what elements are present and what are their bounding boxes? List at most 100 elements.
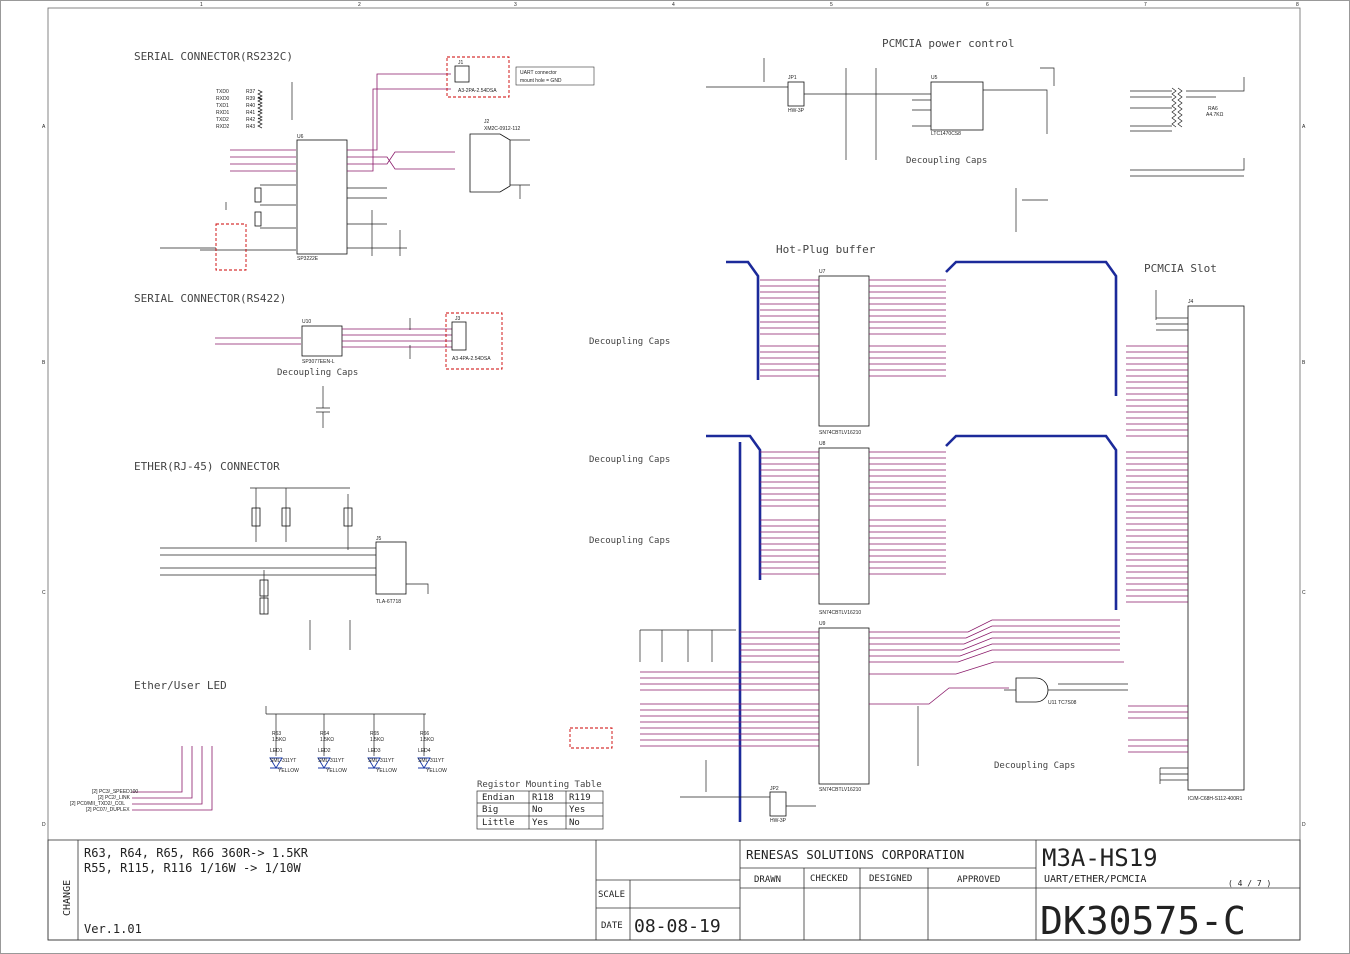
border-row-label: D	[42, 822, 46, 828]
bus-a	[706, 434, 762, 580]
section-title-rs422: SERIAL CONNECTOR(RS422)	[134, 292, 286, 305]
page-indicator: ( 4 / 7 )	[1228, 879, 1271, 888]
checked-label: CHECKED	[810, 874, 848, 884]
section-title-led: Ether/User LED	[134, 679, 227, 692]
decap-label: Decoupling Caps	[994, 761, 1075, 771]
chip-part: SN74CBTLV16210	[819, 430, 861, 436]
date-value: 08-08-19	[634, 916, 721, 937]
j3-header	[451, 321, 467, 351]
border-row-labels: A B C D A B C D	[42, 124, 1306, 828]
led-section: R63 1.5KΩ LED1 SML-311YT YELLOW R64 1.5K…	[70, 706, 447, 813]
connector-ref: J3	[455, 316, 461, 322]
table-cell: Yes	[569, 805, 585, 815]
table-cell: No	[532, 805, 543, 815]
table-header: R118	[532, 793, 554, 803]
led-ref: LED2	[318, 748, 331, 754]
uart-note-text: mount hole = GND	[520, 78, 562, 84]
border-col-label: 6	[986, 2, 989, 8]
led-4: R66 1.5KΩ LED4 SML-311YT YELLOW	[417, 731, 447, 774]
border-col-label: 8	[1296, 2, 1299, 8]
resistor-ref: RA6	[1208, 106, 1218, 112]
chip-ref: U6	[297, 134, 304, 140]
net-label: [2] PC2/_LINK	[98, 795, 131, 801]
led-ref: LED4	[418, 748, 431, 754]
connector-part: IC/M-C68H-S112-400R1	[1188, 796, 1243, 802]
section-title-ether: ETHER(RJ-45) CONNECTOR	[134, 460, 280, 473]
led-res-ref: R66	[420, 731, 429, 737]
connector-part: A3-2PA-2.54DSA	[458, 88, 497, 94]
border-row-label: D	[1302, 822, 1306, 828]
decap-label: Decoupling Caps	[277, 368, 358, 378]
bus-dd	[726, 260, 760, 380]
net-label: RXD2	[216, 124, 230, 130]
board-name: M3A-HS19	[1042, 844, 1158, 872]
led-color: YELLOW	[278, 768, 299, 774]
net-label: TXD1	[216, 103, 229, 109]
pcmcia-slot-section: J4 IC/M-C68H-S112-400R1 RA6 A4.7KΩ	[1126, 77, 1245, 802]
u7-chip	[818, 275, 870, 427]
border-row-label: A	[1302, 124, 1306, 130]
date-label: DATE	[601, 921, 623, 931]
jumper-ref: JP1	[788, 75, 797, 81]
u9-chip	[818, 627, 870, 785]
change-note: R55, R115, R116 1/16W -> 1/10W	[84, 861, 302, 875]
pcmcia-power-section: U5 LTC1470CS8 JP1 HW-3P	[706, 58, 1055, 232]
net-label: [2] PC0/MII_TXD2/_COL	[70, 801, 125, 807]
chip-ref: U5	[931, 75, 938, 81]
decap-label: Decoupling Caps	[589, 337, 670, 347]
led-ref: LED3	[368, 748, 381, 754]
border-row-label: C	[1302, 590, 1306, 596]
chip-ref: U9	[819, 621, 826, 627]
chip-part: SP3222E	[297, 256, 319, 262]
connector-ref: J1	[458, 60, 464, 66]
jumper-part: HW-3P	[770, 818, 787, 824]
led-color: YELLOW	[376, 768, 397, 774]
r123-dashed	[215, 223, 247, 271]
u6-chip	[296, 139, 348, 255]
connector-part: A3-4PA-2.54DSA	[452, 356, 491, 362]
uart-note-text: UART connector	[520, 70, 557, 76]
capacitor-c1	[254, 187, 262, 203]
drawn-label: DRAWN	[754, 875, 781, 885]
led-2: R64 1.5KΩ LED2 SML-311YT YELLOW	[317, 731, 347, 774]
chip-part: SN74CBTLV16210	[819, 787, 861, 793]
resistor-ref: R41	[246, 110, 255, 116]
change-label: CHANGE	[62, 880, 73, 916]
chip-ref: U7	[819, 269, 826, 275]
designed-label: DESIGNED	[869, 874, 912, 884]
uart-note-box	[515, 66, 595, 86]
led-1: R63 1.5KΩ LED1 SML-311YT YELLOW	[269, 731, 299, 774]
resistor-r56	[259, 579, 269, 597]
resistor-ref: R37	[246, 89, 255, 95]
capacitor-c4	[254, 211, 262, 227]
resistor-ref: R43	[246, 124, 255, 130]
border-col-label: 1	[200, 2, 203, 8]
j1-dashed-outline	[446, 56, 510, 98]
border-column-labels: 1 2 3 4 5 6 7 8	[200, 2, 1299, 8]
connector-ref: J2	[484, 119, 490, 125]
resistor-value: A4.7KΩ	[1206, 112, 1224, 118]
rs422-section: U10 SP3077EEN-L J3 A3-4PA-2.54DSA	[215, 312, 503, 428]
scale-label: SCALE	[598, 890, 625, 900]
j3-dashed-outline	[445, 312, 503, 370]
border-row-label: B	[1302, 360, 1306, 366]
table-cell: Yes	[532, 818, 548, 828]
section-title-pcmcia-power: PCMCIA power control	[882, 37, 1014, 50]
chip-part: SP3077EEN-L	[302, 359, 335, 365]
chip-part: LTC1470CS8	[931, 131, 961, 137]
table-header: Endian	[482, 793, 515, 803]
led-3: R65 1.5KΩ LED3 SML-311YT YELLOW	[367, 731, 397, 774]
ether-section: J5 TLA-6T718	[160, 487, 429, 650]
led-part: SML-311YT	[418, 758, 444, 764]
resistor-ref: R40	[246, 103, 255, 109]
bus-bpca	[945, 434, 1118, 610]
net-label: [2] PC3/_SPEED100	[92, 789, 138, 795]
section-title-hotplug: Hot-Plug buffer	[776, 243, 876, 256]
connector-ref: J4	[1188, 299, 1194, 305]
led-res-value: 1.5KΩ	[320, 737, 334, 743]
table-cell: Little	[482, 818, 515, 828]
jp2-jumper	[769, 791, 787, 817]
led-res-value: 1.5KΩ	[272, 737, 286, 743]
connector-ref: J5	[376, 536, 382, 542]
